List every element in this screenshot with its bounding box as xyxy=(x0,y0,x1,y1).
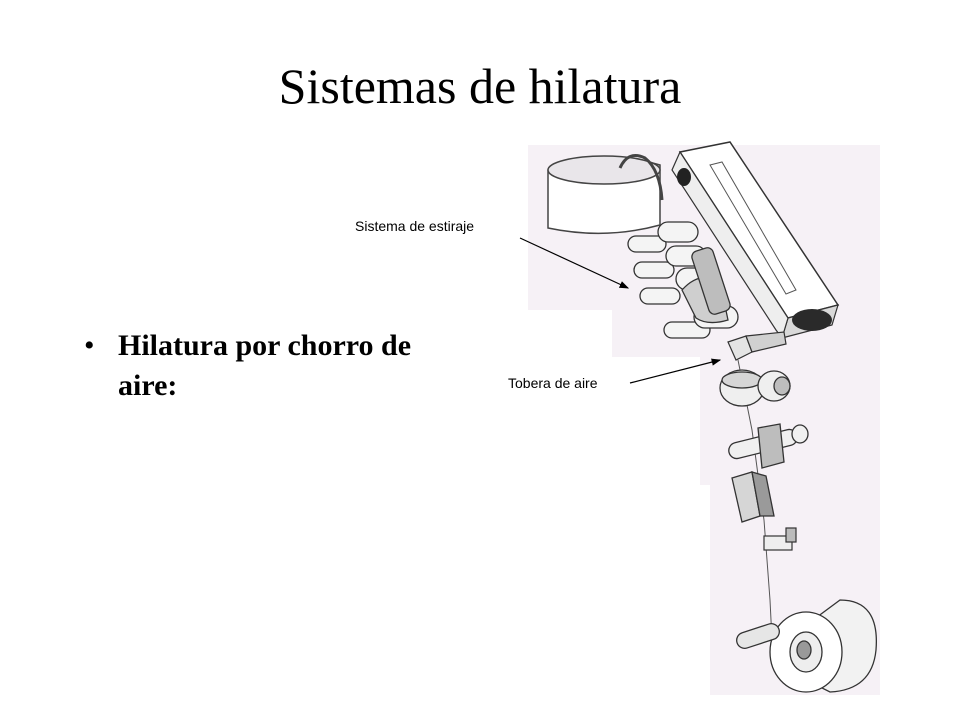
callout-arrow-drafting xyxy=(519,237,630,289)
guide-plate xyxy=(731,471,775,523)
yarn-path xyxy=(737,359,773,641)
slide-title: Sistemas de hilatura xyxy=(278,58,682,114)
callout-label-drafting-system: Sistema de estiraje xyxy=(355,218,475,234)
drafting-frame xyxy=(671,141,840,340)
bullet-item: • Hilatura por chorro de aire: xyxy=(84,326,464,406)
traverse-guide xyxy=(763,527,797,551)
callout-label-air-nozzle: Tobera de aire xyxy=(508,375,598,391)
callout-arrow-nozzle xyxy=(629,358,722,384)
bullet-text: Hilatura por chorro de aire: xyxy=(118,329,412,402)
sliver-can xyxy=(547,154,664,235)
drafting-rollers xyxy=(627,221,739,339)
delivery-rollers xyxy=(719,369,791,407)
air-nozzle xyxy=(727,331,787,361)
yarn-package xyxy=(736,599,877,693)
yarn-clearer xyxy=(728,423,809,469)
bullet-marker: • xyxy=(84,329,95,362)
bullet-list: • Hilatura por chorro de aire: xyxy=(84,326,464,406)
